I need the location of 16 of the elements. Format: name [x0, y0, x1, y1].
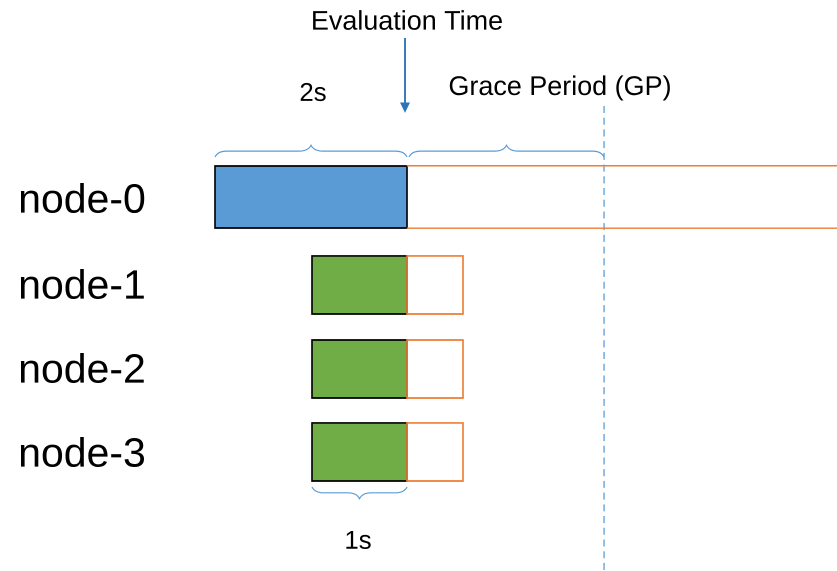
row-label: node-1: [20, 268, 144, 300]
bar: [311, 422, 408, 482]
period-label: Grace Period (GP): [450, 75, 670, 101]
bar: [214, 165, 408, 229]
bar: [406, 339, 464, 399]
duration-label: 1s: [346, 531, 371, 549]
open-bar: [406, 165, 837, 229]
row-label: node-2: [20, 352, 144, 384]
bar: [311, 339, 408, 399]
duration-label: 2s: [300, 82, 326, 102]
bar: [406, 422, 464, 482]
time-label: Evaluation Time: [313, 10, 502, 30]
row-label: node-3: [20, 436, 144, 468]
bar: [406, 255, 464, 315]
row-label: node-0: [20, 182, 144, 214]
bar: [311, 255, 408, 315]
